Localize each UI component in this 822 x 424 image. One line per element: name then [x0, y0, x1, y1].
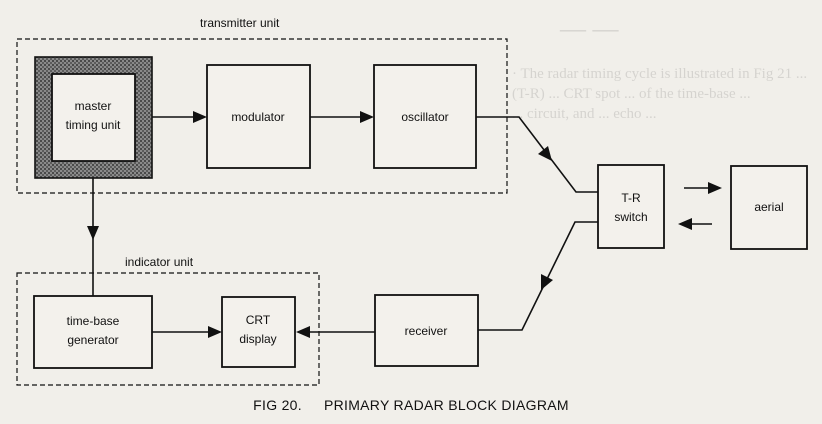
- indicator-unit-outline: [16, 272, 320, 386]
- arrow-tr-to-receiver: [541, 274, 553, 290]
- aerial-block: [730, 165, 808, 250]
- oscillator-label: oscillator: [401, 110, 448, 124]
- transmitter-unit-label: transmitter unit: [200, 16, 280, 30]
- arrow-tr-to-aerial: [708, 182, 722, 194]
- figure-title: PRIMARY RADAR BLOCK DIAGRAM: [323, 397, 569, 413]
- arrow-timebase-to-crt: [208, 326, 222, 338]
- arrow-timing-to-modulator: [193, 111, 207, 123]
- master-timing-label-2: timing unit: [66, 118, 121, 132]
- aerial-label: aerial: [754, 200, 783, 214]
- tr-switch-label-2: switch: [614, 210, 647, 224]
- transmitter-unit-outline: [16, 38, 508, 194]
- figure-number: FIG 20.: [253, 397, 302, 413]
- time-base-generator-block: [33, 295, 153, 369]
- arrow-receiver-to-crt: [296, 326, 310, 338]
- master-timing-unit-block: [51, 73, 136, 162]
- time-base-label-1: time-base: [67, 314, 120, 328]
- crt-label-1: CRT: [246, 313, 271, 327]
- indicator-unit-label: indicator unit: [125, 255, 194, 269]
- figure-caption: FIG 20. PRIMARY RADAR BLOCK DIAGRAM: [0, 397, 822, 413]
- arrow-modulator-to-oscillator: [360, 111, 374, 123]
- tr-switch-label-1: T-R: [621, 191, 641, 205]
- crt-label-2: display: [239, 332, 276, 346]
- wire-oscillator-to-tr: [476, 116, 598, 193]
- oscillator-block: [373, 64, 477, 169]
- time-base-label-2: generator: [67, 333, 118, 347]
- arrow-aerial-to-tr: [678, 218, 692, 230]
- wire-tr-to-receiver: [478, 221, 598, 331]
- arrow-oscillator-to-tr: [538, 146, 552, 161]
- modulator-label: modulator: [231, 110, 284, 124]
- arrow-timing-down: [87, 226, 99, 240]
- receiver-label: receiver: [405, 324, 448, 338]
- master-timing-label-1: master: [75, 99, 112, 113]
- tr-switch-block: [597, 164, 665, 249]
